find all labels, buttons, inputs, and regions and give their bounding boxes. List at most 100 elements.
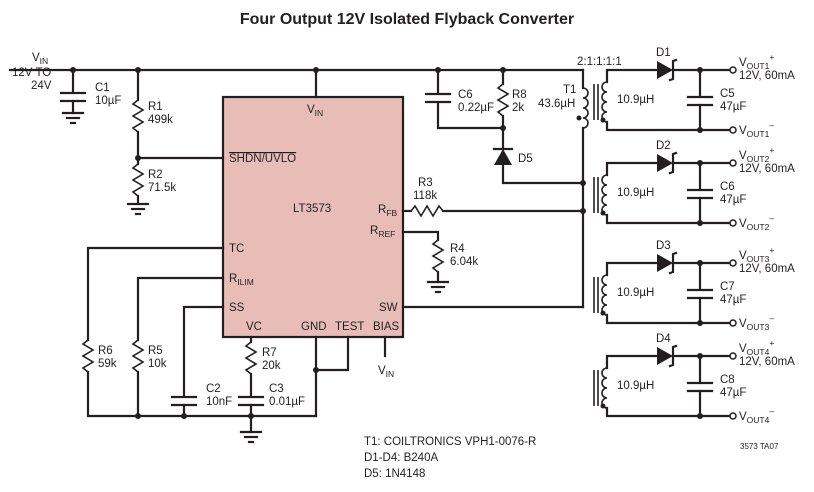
c3-value: 0.01µF [269,396,305,408]
r2-name: R2 [148,169,163,181]
vout-spec: 12V, 60mA [739,70,795,82]
wire [605,68,659,84]
node [697,67,703,73]
r3-value: 118k [413,190,437,202]
capacitor-c3 [237,395,265,407]
wire [86,246,225,342]
phasing-dot [600,403,606,409]
capacitor-label: C7 [720,281,735,293]
wire [605,213,732,225]
schottky-diode [657,154,673,172]
output-terminal [729,352,737,360]
c3-name: C3 [269,383,284,395]
diode-label: D1 [656,47,671,59]
winding-value: 10.9µH [617,187,654,199]
pin-vc: VC [246,321,262,333]
pin-rfb: RFB [378,204,398,218]
vout-return-label: VOUT1– [739,120,774,139]
node [181,413,187,419]
node [697,320,703,326]
c2-name: C2 [206,383,221,395]
secondary-winding [601,174,608,216]
diagram-title: Four Output 12V Isolated Flyback Convert… [240,11,574,28]
vout-return-label: VOUT3– [739,313,774,332]
vout-label: VOUT1+ [739,52,774,71]
pin-vin: VIN [307,104,323,118]
capacitor-c6-snubber [424,92,452,104]
resistor-r4 [431,239,445,273]
t1-name: T1 [563,84,576,96]
pin-rilim: RILIM [229,273,254,287]
vout-return-label: VOUT4– [739,406,774,425]
wire [605,406,732,418]
r6-value: 59k [98,358,117,370]
phasing-dot [600,310,606,316]
node [697,127,703,133]
r2-value: 71.5k [148,182,176,194]
t1-value: 43.6µH [538,98,575,110]
resistor-r6 [81,339,95,373]
vin-range: 12V TO [12,67,51,79]
c2-value: 10nF [206,396,232,408]
secondary-winding [601,81,608,123]
ground-symbol [239,430,263,444]
diode-d5 [492,147,514,165]
ic-name: LT3573 [293,203,331,215]
vout-label: VOUT4+ [739,338,774,357]
resistor-r5 [131,339,145,373]
diode-label: D4 [656,333,671,345]
capacitor-value: 47µF [720,294,746,306]
note-d5: D5: 1N4148 [364,468,425,480]
pin-rref: RREF [370,225,395,239]
phasing-dot [600,210,606,216]
resistor-r8 [496,83,510,117]
t1-ratio: 2:1:1:1:1 [577,56,622,68]
winding-value: 10.9µH [617,380,654,392]
vout-return-label: VOUT2– [739,213,774,232]
winding-value: 10.9µH [617,94,654,106]
wire [136,276,225,342]
phasing-dot [600,117,606,123]
winding-value: 10.9µH [617,287,654,299]
node [697,220,703,226]
r3-name: R3 [418,177,433,189]
c6a-name: C6 [458,89,473,101]
node [697,160,703,166]
figure-id: 3573 TA07 [740,442,779,451]
r4-name: R4 [450,243,465,255]
wire [182,305,225,398]
pin-shdn-uvlo: SHDN/UVLO [229,153,296,165]
node [313,367,319,373]
r8-name: R8 [512,89,527,101]
node [135,413,141,419]
capacitor-c2 [170,395,198,407]
vin-range-2: 24V [31,80,52,92]
return-terminal [729,219,737,227]
pin-gnd: GND [301,321,327,333]
wire [314,335,350,372]
capacitor-label: C8 [720,374,735,386]
ic-lt3573 [221,95,405,339]
note-diodes: D1-D4: B240A [364,452,438,464]
r4-value: 6.04k [450,256,478,268]
schottky-diode [657,61,673,79]
output-terminal [729,259,737,267]
vout-spec: 12V, 60mA [739,356,795,368]
r7-value: 20k [262,360,281,372]
capacitor-c1 [59,68,87,125]
capacitor-label: C5 [720,88,735,100]
wire [501,163,585,185]
return-terminal [729,412,737,420]
vin-label: VIN [32,52,48,66]
pin-ss: SS [229,302,245,314]
wire [605,161,659,177]
diode-label: D3 [656,240,671,252]
node [580,180,586,186]
capacitor-label: C6 [720,181,735,193]
d5-name: D5 [518,153,533,165]
r1-value: 499k [148,114,173,126]
